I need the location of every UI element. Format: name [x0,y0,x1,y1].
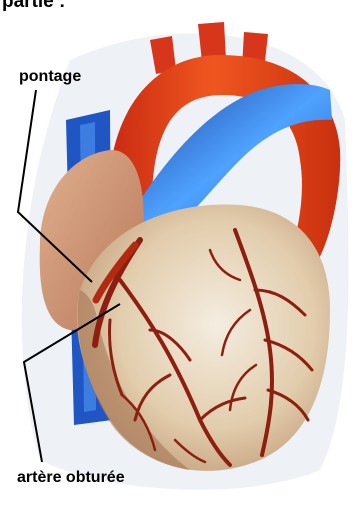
label-pontage: pontage [19,69,81,85]
label-artere-obturee: artère obturée [17,470,125,486]
header-text: partie : [2,0,65,11]
